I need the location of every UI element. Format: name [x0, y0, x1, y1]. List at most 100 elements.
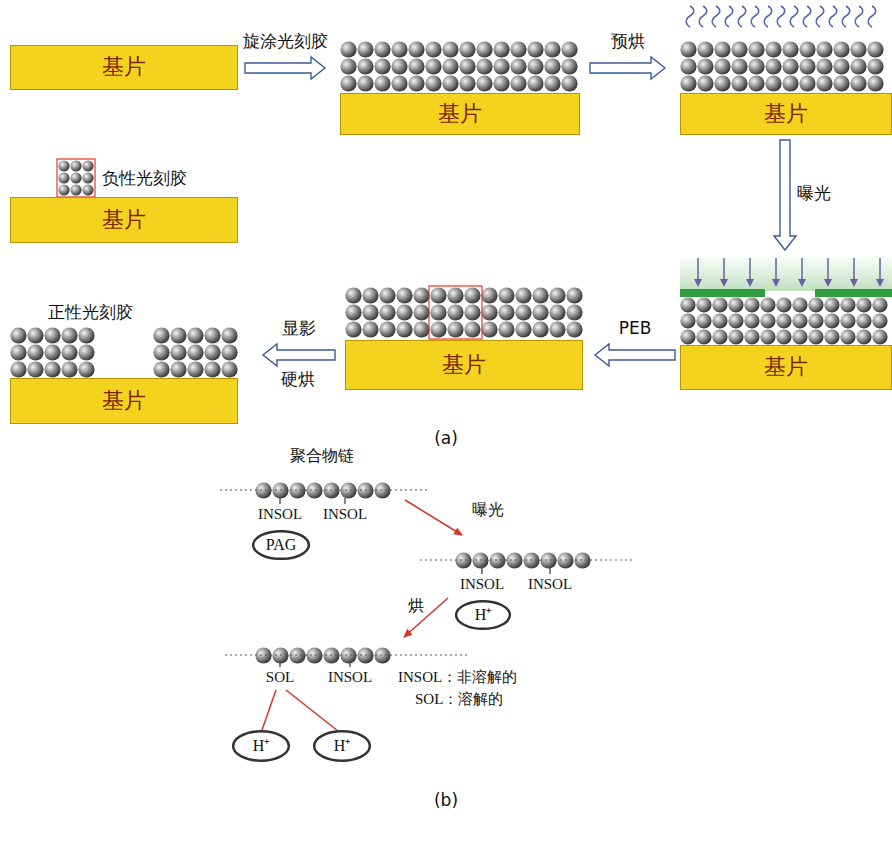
resist-ball: [58, 160, 69, 171]
resist-ball: [78, 344, 94, 360]
resist-ball: [808, 313, 823, 328]
resist-ball: [760, 313, 775, 328]
resist-ball: [527, 41, 543, 57]
vapour-line: [829, 6, 837, 27]
resist-ball: [379, 321, 395, 337]
resist-ball: [867, 58, 883, 74]
resist-ball: [515, 287, 531, 303]
resist-ball: [340, 58, 356, 74]
resist-ball: [78, 327, 94, 343]
resist-ball: [714, 75, 730, 91]
resist-ball: [44, 361, 60, 377]
vapour-line: [777, 6, 785, 27]
species-ellipse: PAG: [252, 530, 310, 560]
resist-ball: [204, 344, 220, 360]
resist-ball: [430, 304, 446, 320]
resist-ball: [549, 304, 565, 320]
text-label: SOL：溶解的: [415, 690, 503, 708]
resist-ball: [510, 58, 526, 74]
ray: [879, 258, 881, 280]
resist-ball: [850, 41, 866, 57]
text-label: (b): [434, 790, 458, 810]
resist-ball: [44, 344, 60, 360]
resist-ball: [840, 329, 855, 344]
vapour-line: [686, 6, 694, 27]
node-text: PAG: [266, 535, 297, 554]
resist-ball: [748, 58, 764, 74]
resist-ball: [824, 329, 839, 344]
resist-ball: [760, 297, 775, 312]
resist-ball: [204, 361, 220, 377]
text-label: 正性光刻胶: [48, 302, 133, 322]
vapour-line: [764, 6, 772, 27]
exposed-region: [57, 159, 95, 197]
chain-line: [420, 560, 635, 561]
resist-ball: [27, 327, 43, 343]
resist-ball: [391, 41, 407, 57]
resist-ball: [153, 361, 169, 377]
resist-ball: [728, 313, 743, 328]
resist-ball: [799, 75, 815, 91]
vapour-line: [790, 6, 798, 27]
resist-ball: [374, 75, 390, 91]
resist-ball: [408, 58, 424, 74]
edge-label: PEB: [619, 318, 652, 338]
resist-ball: [731, 41, 747, 57]
process-arrow: [774, 140, 796, 250]
resist-ball: [340, 647, 356, 663]
resist-ball: [442, 58, 458, 74]
resist-ball: [10, 344, 26, 360]
resist-ball: [824, 297, 839, 312]
resist-ball: [464, 304, 480, 320]
resist-ball: [442, 41, 458, 57]
resist-ball: [792, 313, 807, 328]
resist-ball: [760, 329, 775, 344]
ray: [775, 258, 777, 280]
resist-ball: [776, 313, 791, 328]
resist-ball: [544, 41, 560, 57]
resist-ball: [515, 304, 531, 320]
process-arrow: [595, 344, 675, 366]
chain-line: [220, 490, 430, 491]
ray: [749, 258, 751, 280]
ray-head: [824, 279, 832, 287]
resist-ball: [391, 58, 407, 74]
step-arrow: [405, 500, 462, 535]
resist-ball: [153, 344, 169, 360]
resist-ball: [540, 552, 556, 568]
resist-ball: [340, 482, 356, 498]
resist-ball: [27, 361, 43, 377]
resist-ball: [744, 313, 759, 328]
resist-ball: [680, 313, 695, 328]
resist-ball: [549, 287, 565, 303]
edge-label: 曝光: [797, 183, 831, 203]
substrate-box: 基片: [10, 197, 238, 243]
resist-ball: [425, 41, 441, 57]
resist-ball: [532, 321, 548, 337]
resist-ball: [170, 344, 186, 360]
vapour-line: [868, 6, 876, 27]
resist-ball: [362, 304, 378, 320]
resist-ball: [61, 327, 77, 343]
resist-ball: [566, 287, 582, 303]
node-text: 基片: [764, 101, 808, 127]
vapour-line: [855, 6, 863, 27]
vapour-line: [803, 6, 811, 27]
resist-ball: [808, 297, 823, 312]
resist-ball: [396, 304, 412, 320]
ray: [697, 258, 699, 280]
resist-ball: [459, 75, 475, 91]
resist-ball: [10, 361, 26, 377]
vapour: [686, 6, 876, 27]
edge-label: 预烘: [611, 31, 645, 51]
bond-line: [286, 690, 338, 731]
resist-ball: [728, 329, 743, 344]
resist-ball: [714, 41, 730, 57]
resist-ball: [867, 75, 883, 91]
resist-ball: [566, 304, 582, 320]
resist-ball: [425, 75, 441, 91]
resist-ball: [78, 361, 94, 377]
text-label: 烘: [408, 596, 424, 615]
text-label: INSOL：非溶解的: [398, 668, 517, 686]
text-label: (a): [434, 428, 458, 448]
